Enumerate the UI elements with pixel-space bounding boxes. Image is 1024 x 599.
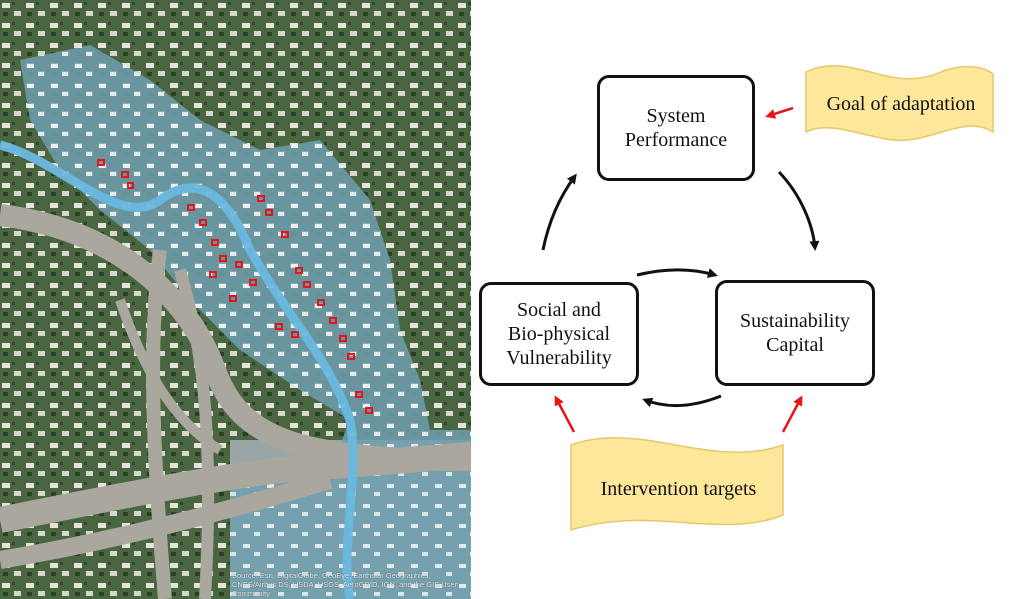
arrow-performance-to-capital xyxy=(777,170,820,251)
arrow-capital-to-vulnerability xyxy=(642,394,722,408)
goal-banner xyxy=(805,65,994,142)
map-attribution: Source: Esri, DigitalGlobe, GeoEye, Eart… xyxy=(232,571,458,598)
highlighted-buildings xyxy=(97,159,373,414)
highway-interchange xyxy=(0,204,471,599)
node-system-performance: System Performance xyxy=(597,75,755,181)
arrow-vulnerability-to-performance xyxy=(541,173,577,251)
aerial-map-image xyxy=(0,0,471,599)
node-vulnerability-label: Social and Bio-physical Vulnerability xyxy=(506,299,612,369)
arrow-vulnerability-to-capital xyxy=(636,268,718,278)
node-sustainability-capital-label: Sustainability Capital xyxy=(740,310,850,356)
aerial-flood-map: Source: Esri, DigitalGlobe, GeoEye, Eart… xyxy=(0,0,471,599)
node-sustainability-capital: Sustainability Capital xyxy=(715,280,875,386)
adaptation-diagram: System Performance Sustainability Capita… xyxy=(471,0,1024,599)
interventions-banner-label: Intervention targets xyxy=(600,478,757,500)
diagram-connectors xyxy=(541,65,994,532)
stream xyxy=(0,140,358,599)
interventions-banner xyxy=(570,437,784,532)
arrow-goal-to-performance xyxy=(765,106,794,119)
node-system-performance-label: System Performance xyxy=(624,105,728,151)
arrow-interventions-to-capital xyxy=(781,395,803,433)
node-vulnerability: Social and Bio-physical Vulnerability xyxy=(479,282,639,386)
goal-banner-label: Goal of adaptation xyxy=(826,93,976,115)
arrow-interventions-to-vulnerability xyxy=(554,395,576,433)
